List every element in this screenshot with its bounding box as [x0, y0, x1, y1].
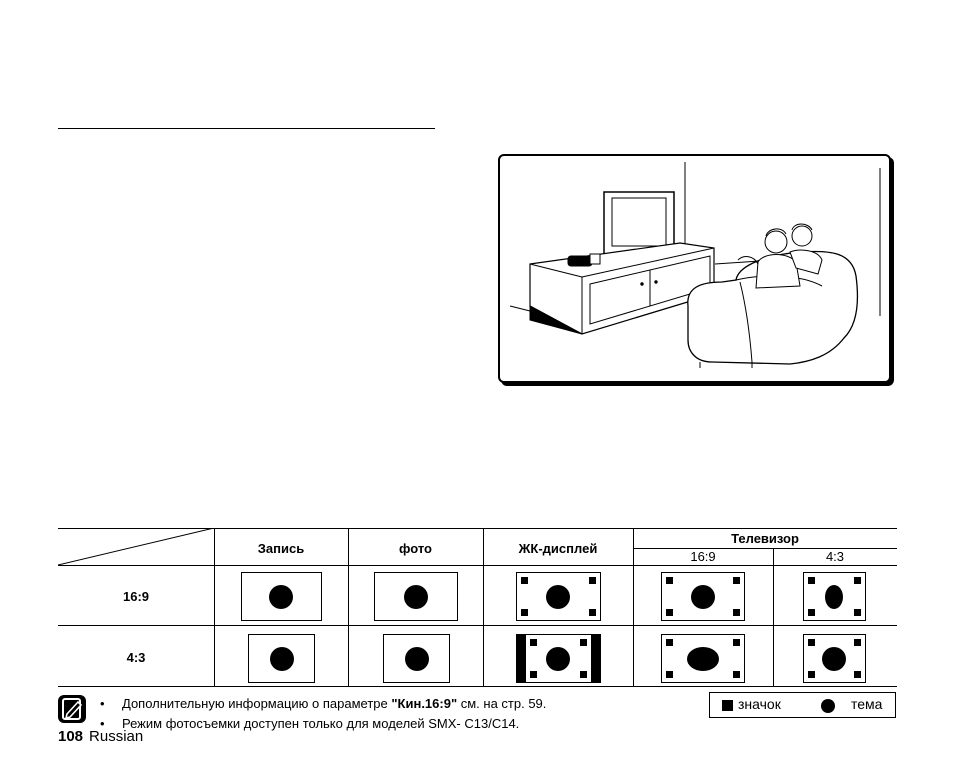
frame-lcd-16-9 — [516, 572, 601, 621]
header-tv-16-9: 16:9 — [633, 549, 773, 565]
row-head-4-3: 4:3 — [58, 650, 214, 665]
frame-tv169-4-3 — [661, 634, 745, 683]
corner-square — [580, 639, 587, 646]
header-tv: Телевизор — [633, 531, 897, 547]
corner-square — [733, 639, 740, 646]
corner-square — [580, 671, 587, 678]
frame-photo-16-9 — [374, 572, 458, 621]
header-photo: фото — [348, 541, 483, 557]
subject-dot — [687, 647, 719, 671]
frame-tv43-4-3 — [803, 634, 866, 683]
page-footer: 108 Russian — [58, 728, 143, 745]
legend-square-label: значок — [738, 696, 781, 712]
col-divider — [773, 548, 774, 686]
corner-square — [733, 671, 740, 678]
tv-viewing-illustration — [498, 154, 891, 383]
legend-square-icon — [722, 700, 733, 711]
corner-square — [733, 577, 740, 584]
corner-square — [854, 609, 861, 616]
corner-square — [854, 671, 861, 678]
note-line-1: •Дополнительную информацию о параметре "… — [100, 696, 546, 712]
subject-dot — [404, 585, 428, 609]
corner-square — [854, 577, 861, 584]
header-record: Запись — [214, 541, 348, 557]
corner-square — [808, 639, 815, 646]
corner-square — [589, 577, 596, 584]
aspect-ratio-table: Запись фото ЖК-дисплей Телевизор 16:9 4:… — [58, 528, 897, 688]
subject-dot — [270, 647, 294, 671]
subject-dot — [269, 585, 293, 609]
note-1-tail: см. на стр. 59. — [457, 696, 546, 711]
corner-square — [854, 639, 861, 646]
corner-square — [808, 609, 815, 616]
corner-square — [666, 577, 673, 584]
row-head-16-9: 16:9 — [58, 589, 214, 604]
header-lcd: ЖК-дисплей — [483, 541, 633, 557]
corner-diagonal — [58, 528, 215, 566]
corner-square — [521, 609, 528, 616]
row-divider — [58, 625, 897, 626]
note-1-text: Дополнительную информацию о параметре — [122, 696, 391, 711]
corner-square — [666, 639, 673, 646]
note-2-text: Режим фотосъемки доступен только для мод… — [122, 716, 519, 731]
header-rule — [58, 128, 435, 129]
corner-square — [589, 609, 596, 616]
corner-square — [521, 577, 528, 584]
bullet: • — [100, 696, 122, 712]
corner-square — [666, 671, 673, 678]
subject-dot — [405, 647, 429, 671]
subject-dot — [546, 585, 570, 609]
subject-dot — [825, 585, 843, 609]
legend-box: значок тема — [709, 692, 896, 718]
note-1-bold: "Кин.16:9" — [391, 696, 457, 711]
frame-record-16-9 — [241, 572, 322, 621]
page-number: 108 — [58, 728, 83, 745]
corner-square — [808, 577, 815, 584]
corner-square — [530, 639, 537, 646]
corner-square — [530, 671, 537, 678]
frame-record-4-3 — [248, 634, 315, 683]
subject-dot — [822, 647, 846, 671]
note-pencil-icon — [57, 694, 87, 724]
legend-circle-icon — [821, 699, 835, 713]
frame-tv169-16-9 — [661, 572, 745, 621]
table-bottom-rule — [58, 686, 897, 687]
subject-dot — [546, 647, 570, 671]
header-tv-4-3: 4:3 — [773, 549, 897, 565]
frame-photo-4-3 — [383, 634, 450, 683]
living-room-drawing — [500, 156, 891, 383]
subject-dot — [691, 585, 715, 609]
frame-lcd-4-3 — [516, 634, 601, 683]
corner-square — [733, 609, 740, 616]
footer-language: Russian — [89, 728, 143, 745]
corner-square — [666, 609, 673, 616]
note-line-2: •Режим фотосъемки доступен только для мо… — [100, 716, 519, 732]
frame-tv43-16-9 — [803, 572, 866, 621]
pillarbox-area — [526, 635, 591, 682]
corner-square — [808, 671, 815, 678]
legend-circle-label: тема — [851, 696, 882, 712]
